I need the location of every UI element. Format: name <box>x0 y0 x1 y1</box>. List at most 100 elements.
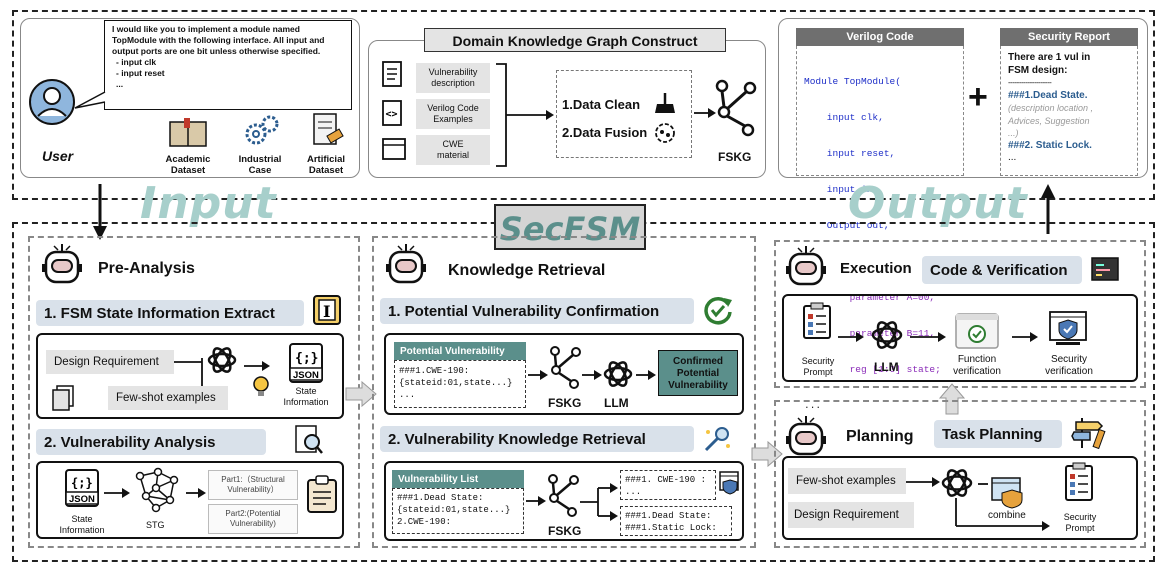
signpost-pencil-icon <box>1071 418 1106 450</box>
report-item: ###2. Static Lock. <box>1008 139 1092 151</box>
arrow <box>528 370 548 380</box>
design-req-label: Design Requirement <box>46 350 174 374</box>
report-separator: -------------------- <box>1008 78 1052 87</box>
arrow <box>636 370 656 380</box>
vuln-knowledge-retrieval-title: 2. Vulnerability Knowledge Retrieval <box>380 426 694 452</box>
top-frame <box>12 10 1155 200</box>
combine-label: combine <box>988 510 1026 521</box>
security-report-title: Security Report <box>1000 28 1138 46</box>
state-info-line: Information <box>283 396 329 407</box>
retrieval-output-2: ###1.Dead State: ###1.Static Lock: <box>620 506 732 536</box>
execution-box <box>782 294 1138 382</box>
input-down-arrow <box>93 184 107 240</box>
prompt-line: output ports are one bit unless otherwis… <box>112 46 321 56</box>
source-line: material <box>436 150 469 160</box>
security-check-icon <box>1049 311 1087 345</box>
output-panel <box>778 18 1148 178</box>
data-fusion-step: 2.Data Fusion <box>562 125 648 140</box>
fusion-icon <box>655 123 675 143</box>
vuln-confirmation-title: 1. Potential Vulnerability Confirmation <box>380 298 694 324</box>
pv-line: ###1.CWE-190: <box>399 366 470 376</box>
llm-icon <box>941 469 973 497</box>
pv-line: ... <box>399 390 416 400</box>
few-shot-label: Few-shot examples <box>788 468 906 494</box>
magnifier-doc-icon <box>295 425 323 454</box>
execution-title: Execution <box>840 260 912 277</box>
out-line: ... <box>625 487 642 497</box>
verilog-code: Module TopModule( input clk, input reset… <box>804 52 941 424</box>
svg-text:<>: <> <box>386 109 398 120</box>
state-info-line: Information <box>59 524 105 535</box>
function-check-icon <box>955 313 999 349</box>
report-detail: Advices, Suggestion <box>1008 115 1090 126</box>
secfsm-title: SecFSM <box>494 204 646 250</box>
fskg-label: FSKG <box>548 396 582 410</box>
fork-arrows <box>580 483 618 521</box>
code-window-icon <box>1091 257 1119 281</box>
json-braces: {;} <box>71 476 93 490</box>
robot-icon <box>386 244 426 284</box>
fskg-graph-icon <box>715 79 757 137</box>
dataset-line: Dataset <box>308 165 344 176</box>
part1-line: Vulnerability） <box>227 485 279 494</box>
kg-brace-arrow <box>496 63 554 167</box>
report-detail: ...) <box>1008 128 1019 138</box>
plus-sign: + <box>968 78 988 116</box>
planning-flow-lines <box>906 477 1050 531</box>
out-line: ###1.Dead State: <box>625 511 712 521</box>
prompt-line: ... <box>116 79 124 89</box>
document-icon <box>382 61 402 87</box>
clipboard-icon <box>307 475 337 513</box>
combine-icon <box>991 477 1023 509</box>
source-line: Verilog Code <box>427 103 479 113</box>
sp-line: Security <box>1063 512 1097 522</box>
robot-icon <box>42 244 82 284</box>
arrow <box>1012 332 1038 342</box>
planning-box <box>782 456 1138 540</box>
code-verification-tag: Code & Verification <box>922 256 1082 284</box>
vuln-analysis-title: 2. Vulnerability Analysis <box>36 429 266 455</box>
sp-line: Prompt <box>1065 522 1095 533</box>
sv-line: verification <box>1045 365 1093 377</box>
documents-icon <box>52 385 74 411</box>
source-line: description <box>431 78 475 88</box>
arrow <box>838 332 864 342</box>
out-line: ###1. CWE-190 : <box>625 475 707 485</box>
document-pen-icon <box>313 113 344 145</box>
knowledge-retrieval-title: Knowledge Retrieval <box>448 262 606 279</box>
llm-icon <box>207 347 237 373</box>
report-more: ... <box>1008 152 1017 163</box>
prompt-text: I would like you to implement a module n… <box>112 24 324 90</box>
report-item: ###1.Dead State. <box>1008 89 1088 101</box>
vuln-list: ###1.Dead State: {stateid:01,state...} 2… <box>392 488 524 534</box>
extract-box <box>36 333 344 419</box>
part2-line: Part2:(Potential <box>225 509 281 518</box>
arrow <box>582 370 602 380</box>
data-clean-step: 1.Data Clean <box>562 97 641 112</box>
info-icon: I <box>313 295 341 325</box>
confirmed-vuln-box: Confirmed Potential Vulnerability <box>658 350 738 396</box>
verilog-code-box <box>796 46 964 176</box>
llm-label: LLM <box>604 396 629 410</box>
sp-line: Security <box>801 356 835 366</box>
verilog-title: Verilog Code <box>796 28 964 46</box>
fskg-label: FSKG <box>548 524 582 538</box>
pre-analysis-title: Pre-Analysis <box>98 260 195 277</box>
dataset-line: Artificial <box>306 154 345 165</box>
out-line: ###1.Static Lock: <box>625 523 717 533</box>
source-line: Examples <box>433 114 473 124</box>
execution-panel <box>774 240 1146 388</box>
input-panel <box>20 18 360 178</box>
pre-to-kr-arrow <box>345 380 377 408</box>
json-braces: {;} <box>295 351 318 366</box>
vuln-analysis-box <box>36 461 344 539</box>
